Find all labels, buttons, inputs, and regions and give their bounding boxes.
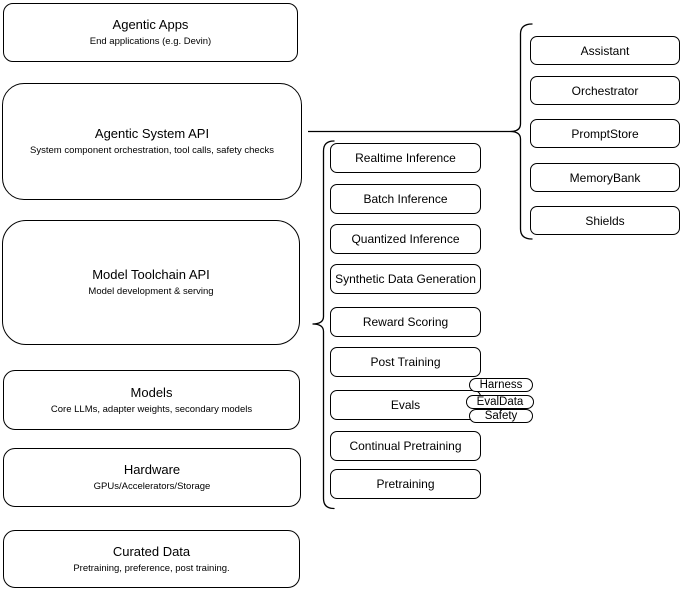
node-subtitle: Core LLMs, adapter weights, secondary mo…	[50, 403, 253, 415]
node-batch-inference: Batch Inference	[330, 184, 481, 214]
node-agentic-apps: Agentic Apps End applications (e.g. Devi…	[3, 3, 298, 62]
node-title: Agentic Apps	[112, 17, 189, 32]
node-hardware: Hardware GPUs/Accelerators/Storage	[3, 448, 301, 507]
node-title: Curated Data	[112, 543, 191, 559]
node-agentic-system-api: Agentic System API System component orch…	[2, 83, 302, 200]
node-title: Models	[130, 384, 173, 400]
node-synthetic-data-generation: Synthetic Data Generation	[330, 264, 481, 294]
node-model-toolchain-api: Model Toolchain API Model development & …	[2, 220, 300, 345]
node-reward-scoring: Reward Scoring	[330, 307, 481, 337]
node-promptstore: PromptStore	[530, 119, 680, 148]
node-subtitle: System component orchestration, tool cal…	[30, 145, 274, 156]
node-realtime-inference: Realtime Inference	[330, 143, 481, 173]
node-eval-tag-harness: Harness	[469, 378, 533, 392]
node-eval-tag-safety: Safety	[469, 409, 533, 423]
node-subtitle: End applications (e.g. Devin)	[89, 36, 212, 47]
node-post-training: Post Training	[330, 347, 481, 377]
node-eval-tag-evaldata: EvalData	[466, 395, 534, 409]
node-subtitle: GPUs/Accelerators/Storage	[93, 481, 211, 492]
system-components-brace	[509, 23, 533, 240]
node-subtitle: Pretraining, preference, post training.	[73, 562, 230, 574]
node-evals: Evals	[330, 390, 481, 420]
node-assistant: Assistant	[530, 36, 680, 65]
node-subtitle: Model development & serving	[88, 286, 214, 297]
node-title: Agentic System API	[94, 126, 210, 141]
node-continual-pretraining: Continual Pretraining	[330, 431, 481, 461]
node-models: Models Core LLMs, adapter weights, secon…	[3, 370, 300, 430]
node-orchestrator: Orchestrator	[530, 76, 680, 105]
node-title: Model Toolchain API	[92, 267, 210, 282]
node-title: Hardware	[123, 462, 181, 477]
node-shields: Shields	[530, 206, 680, 235]
node-curated-data: Curated Data Pretraining, preference, po…	[3, 530, 300, 588]
node-pretraining: Pretraining	[330, 469, 481, 499]
node-quantized-inference: Quantized Inference	[330, 224, 481, 254]
node-memorybank: MemoryBank	[530, 163, 680, 192]
